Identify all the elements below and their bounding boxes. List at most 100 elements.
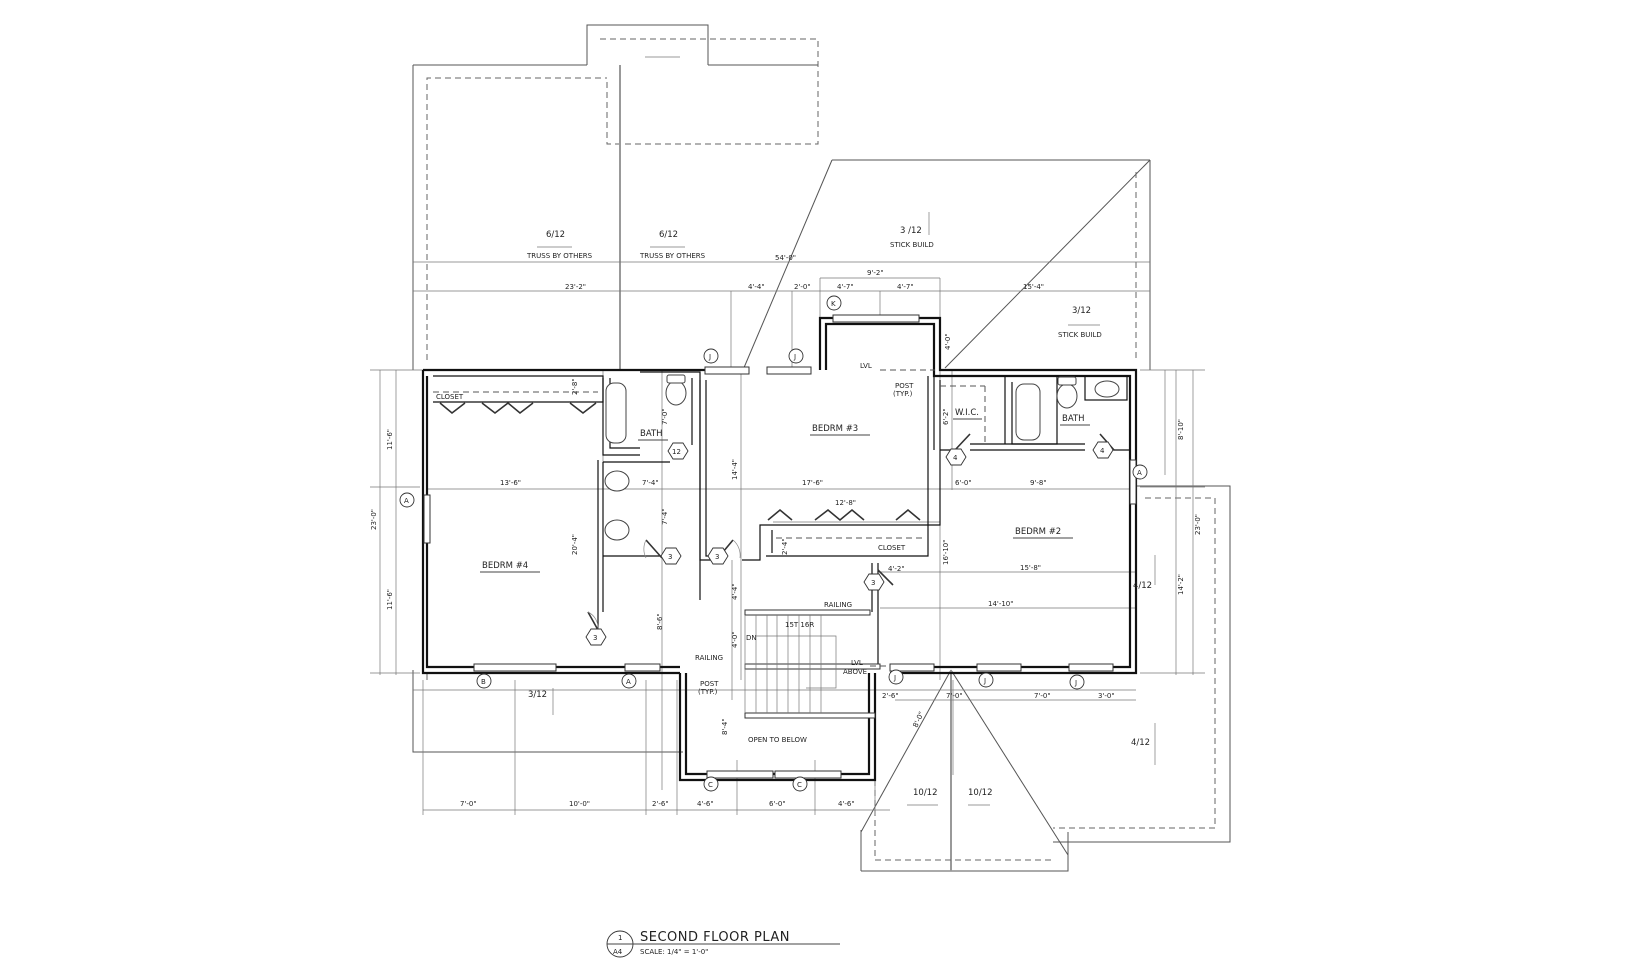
railing-label: RAILING	[824, 601, 852, 609]
window-tag: C	[797, 781, 802, 789]
dimension-label: 8'-4"	[721, 718, 729, 735]
lvl-above-label: LVL	[851, 659, 863, 667]
dimension-label: 11'-6"	[386, 429, 394, 450]
room-labels: BEDRM #4 BEDRM #3 BEDRM #2 BATH BATH W.I…	[436, 393, 1090, 744]
room-label-bedroom-3: BEDRM #3	[812, 424, 858, 434]
dimension-label: 9'-2"	[867, 269, 884, 277]
roof-pitch-label: 3/12	[528, 690, 547, 700]
annotations: LVL POST (TYP.) POST (TYP.) RAILING RAIL…	[695, 362, 914, 696]
room-label-closet-left: CLOSET	[436, 393, 464, 401]
dimension-label: 7'-0"	[1034, 692, 1051, 700]
fixtures	[604, 374, 1120, 541]
window-tag: C	[708, 781, 713, 789]
dimension-label: 2'-6"	[882, 692, 899, 700]
dimension-label: 4'-4"	[731, 583, 739, 600]
room-label-wic: W.I.C.	[955, 408, 979, 418]
dimension-label: 6'-2"	[942, 408, 950, 425]
dimension-label: 23'-0"	[1194, 514, 1202, 535]
dimension-label: 23'-2"	[565, 283, 586, 291]
dimension-label: 13'-6"	[500, 479, 521, 487]
roof-note-stick: STICK BUILD	[890, 241, 934, 249]
post-label: (TYP.)	[698, 688, 718, 696]
room-label-open-to-below: OPEN TO BELOW	[748, 736, 807, 744]
roof-pitch-label: 10/12	[913, 788, 938, 798]
door-tag: 4	[953, 454, 958, 462]
stair-risers-label: 15T 16R	[785, 621, 814, 629]
post-label: POST	[895, 382, 914, 390]
window-tag: B	[481, 678, 486, 686]
door-tag: 3	[668, 553, 672, 561]
windows	[423, 314, 1137, 779]
door-tag: 12	[672, 448, 681, 456]
window-tag: A	[626, 678, 631, 686]
lvl-label: LVL	[860, 362, 872, 370]
roof-pitch-label: 6/12	[546, 230, 565, 240]
stairs	[744, 369, 935, 719]
roof-pitch-label: 4/12	[1131, 738, 1150, 748]
dimension-label: 4'-2"	[888, 565, 905, 573]
dimension-label: 4'-6"	[697, 800, 714, 808]
roof-note-truss: TRUSS BY OTHERS	[526, 252, 593, 260]
dimension-label: 7'-0"	[661, 408, 669, 425]
dimension-label: 17'-6"	[802, 479, 823, 487]
window-tags: A A A B J J K J J J C C	[399, 295, 1148, 792]
dimension-label: 15'-4"	[1023, 283, 1044, 291]
dimension-label: 4'-7"	[837, 283, 854, 291]
detail-number: 1	[618, 934, 622, 942]
room-label-bedroom-4: BEDRM #4	[482, 561, 528, 571]
room-label-bath-left: BATH	[640, 429, 663, 439]
interior-walls	[433, 371, 1130, 667]
title-block	[606, 930, 840, 958]
window-tag: J	[793, 353, 796, 361]
dimension-label: 16'-10"	[942, 540, 950, 565]
window-tag: J	[1074, 679, 1077, 687]
doors	[439, 401, 1115, 631]
window-tag: A	[1137, 469, 1142, 477]
roof-outline	[412, 24, 1231, 872]
door-tag: 3	[871, 579, 875, 587]
roof-pitch-label: 3 /12	[900, 226, 922, 236]
window-tag: J	[983, 677, 986, 685]
roof-pitch-label: 10/12	[968, 788, 993, 798]
dimension-label: 4'-0"	[944, 333, 952, 350]
dimension-label: 3'-0"	[1098, 692, 1115, 700]
stair-dn-label: DN	[746, 634, 757, 642]
dimension-label: 23'-0"	[370, 509, 378, 530]
dimension-label: 9'-8"	[1030, 479, 1047, 487]
post-label: (TYP.)	[893, 390, 913, 398]
dimension-label: 8'-10"	[1177, 419, 1185, 440]
dimension-text: 54'-0" 23'-2" 4'-4" 2'-0" 9'-2" 4'-7" 4'…	[370, 254, 1202, 808]
dimension-label: 14'-10"	[988, 600, 1013, 608]
dimension-label: 8'-6"	[656, 613, 664, 630]
roof-pitch-label: 4/12	[1133, 581, 1152, 591]
roof-notes: 6/12 TRUSS BY OTHERS 6/12 TRUSS BY OTHER…	[526, 56, 1156, 806]
dimension-label: 4'-0"	[731, 631, 739, 648]
dimension-label: 6'-0"	[769, 800, 786, 808]
dimension-label: 6'-0"	[955, 479, 972, 487]
dimension-label: 4'-7"	[897, 283, 914, 291]
dimension-label: 10'-0"	[569, 800, 590, 808]
room-label-bedroom-2: BEDRM #2	[1015, 527, 1061, 537]
dimension-label: 14'-4"	[731, 459, 739, 480]
dimension-label: 15'-8"	[1020, 564, 1041, 572]
drawing-title: SECOND FLOOR PLAN	[640, 930, 790, 945]
dimension-label: 14'-2"	[1177, 574, 1185, 595]
dimension-label: 2'-8"	[571, 378, 579, 395]
dimension-label: 12'-8"	[835, 499, 856, 507]
door-tag: 4	[1100, 447, 1105, 455]
window-tag: K	[831, 300, 836, 308]
door-tags: 12 3 3 3 3 4 4	[585, 441, 1114, 646]
drawing-scale: SCALE: 1/4" = 1'-0"	[640, 948, 708, 956]
dimension-label: 4'-6"	[838, 800, 855, 808]
dimension-label: 7'-4"	[642, 479, 659, 487]
dimension-label: 11'-6"	[386, 589, 394, 610]
lvl-above-label: ABOVE	[843, 668, 867, 676]
dimension-label: 7'-4"	[661, 508, 669, 525]
room-label-closet-middle: CLOSET	[878, 544, 906, 552]
dimension-label: 7'-0"	[460, 800, 477, 808]
room-label-bath-right: BATH	[1062, 414, 1085, 424]
dimension-label: 2'-4"	[781, 538, 789, 555]
title-text: 1 A4 SECOND FLOOR PLAN SCALE: 1/4" = 1'-…	[613, 930, 790, 956]
dimension-label: 20'-4"	[571, 534, 579, 555]
